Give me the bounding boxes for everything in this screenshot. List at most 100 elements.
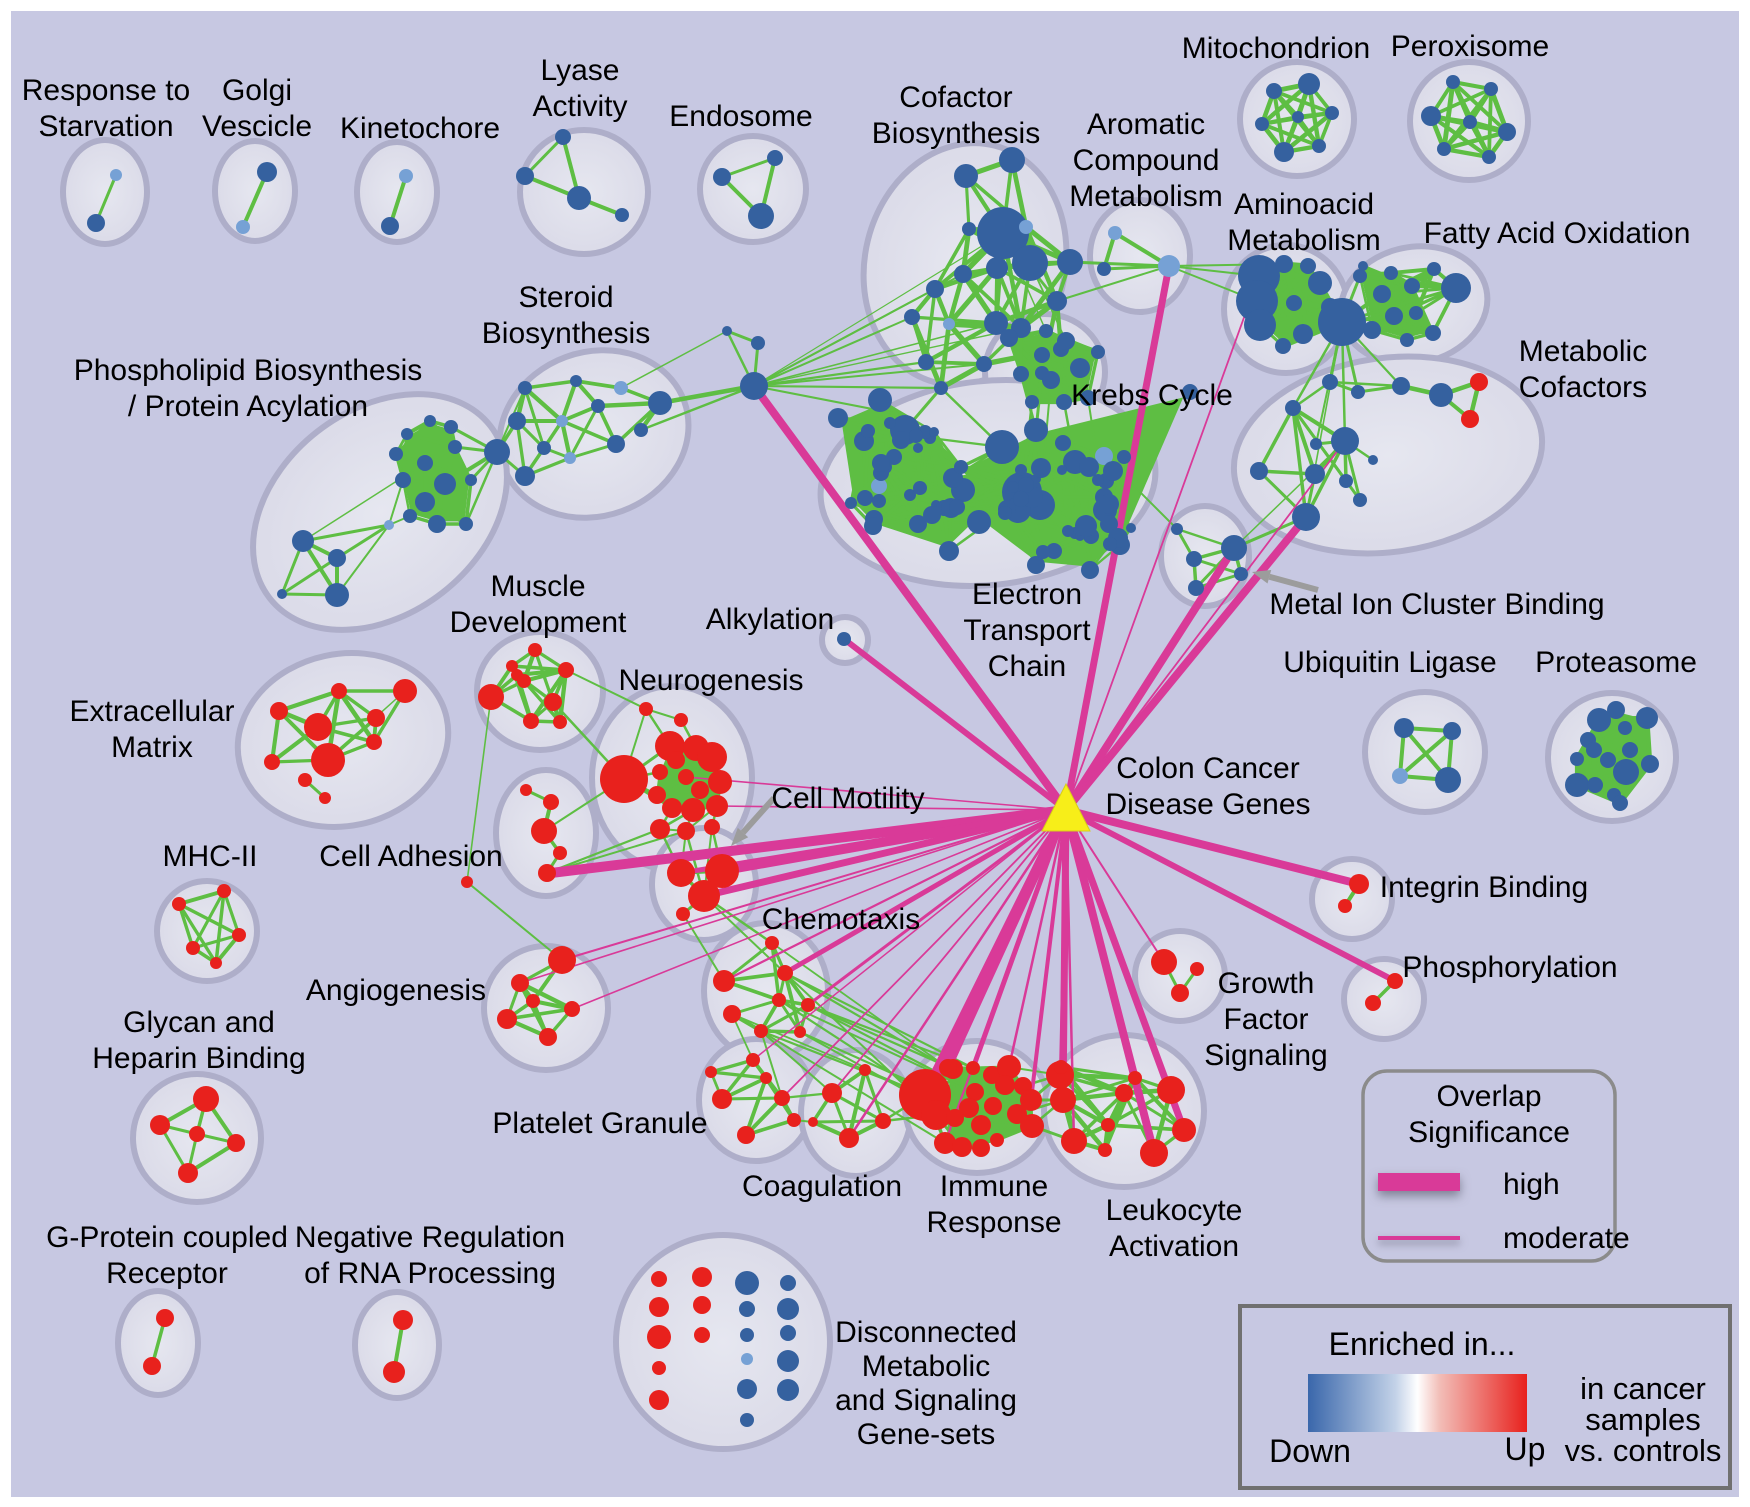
node-extracellular-matrix [298,773,312,787]
edge-disease-overlap [678,807,1069,876]
edge-metabolic-cofactors [1257,406,1295,473]
node-cofactor-biosynthesis [934,381,948,395]
node-proteasome [1587,708,1611,732]
node-electron-transport-chain [913,481,927,495]
legend-overlap-title-line1: Overlap [1436,1080,1541,1113]
node-leukocyte-activation [1101,1118,1115,1132]
node-neurogenesis [667,751,685,769]
cluster-label-endosome: Endosome [669,100,812,133]
cluster-label-muscle-development: Muscle [490,570,585,603]
node-peroxisome [1446,75,1460,89]
node-fatty-acid-oxidation [1373,285,1391,303]
node-endosome [767,150,783,166]
node-phospholipid-biosynthesis [424,415,436,427]
cluster-label-glycan-heparin-binding: Heparin Binding [92,1042,305,1075]
node-electron-transport-chain [954,460,968,474]
node-fatty-acid-oxidation [1427,262,1441,276]
node-krebs-cycle [1042,371,1060,389]
node-krebs-cycle [1056,394,1072,410]
edge-peroxisome [1487,87,1493,159]
node-golgi-vescicle [257,162,277,182]
node-electron-transport-chain [861,424,875,438]
cluster-label-aromatic-compound-metabolism: Metabolism [1069,180,1222,213]
node-immune-response [1020,1114,1044,1138]
edge-disease-overlap [1058,808,1068,1077]
edge-disease-overlap [841,636,1069,813]
node-extracellular-matrix [367,709,385,727]
edge-krebs-cycle [1019,329,1048,376]
node-metabolic-cofactors [1392,377,1410,395]
node-metal-ion-cluster-binding [1234,567,1248,581]
node-lyase-activity [516,167,534,185]
edge-inter-cluster [1056,265,1170,302]
edge-inter-cluster [753,232,1004,387]
node-extracellular-matrix [366,734,382,750]
node-aromatic-compound-metabolism [1108,226,1122,240]
node-leukocyte-activation [1157,1076,1185,1104]
node-growth-factor-signaling [1171,984,1189,1002]
node-growth-factor-signaling [1151,949,1177,975]
edge-phospholipid-biosynthesis [336,524,390,596]
edge-peroxisome [1441,129,1510,152]
node-immune-response [997,1055,1021,1079]
node-electron-transport-chain [1095,447,1113,465]
node-electron-transport-chain [864,517,882,535]
pointer-arrows-layer [731,569,1319,846]
edge-cofactor-biosynthesis [938,361,987,391]
edge-cofactor-biosynthesis [946,321,987,367]
node-muscle-development [523,713,539,729]
edge-inter-cluster [703,895,786,974]
edge-mhc-ii [177,902,218,965]
edge-disease-overlap [781,809,1067,1099]
cluster-label-metabolic-cofactors: Metabolic [1519,335,1647,368]
node-electron-transport-chain [1182,384,1198,400]
node-phospholipid-biosynthesis [401,428,413,440]
node-proteasome [1612,795,1628,811]
node-electron-transport-chain [1117,450,1131,464]
edge-phospholipid-biosynthesis [405,432,457,449]
edge-inter-cluster [545,827,662,875]
edge-phospholipid-biosynthesis [464,478,473,526]
cluster-label-negative-regulation-rna: of RNA Processing [304,1257,556,1290]
cluster-label-cofactor-biosynthesis: Cofactor [899,81,1012,114]
edge-inter-cluster [760,1030,946,1144]
edge-electron-transport-chain [959,465,1007,515]
node-endosome [713,168,731,186]
edge-inter-cluster [466,881,563,961]
edge-disease-overlap [847,808,1068,1140]
edge-cofactor-biosynthesis [938,321,952,391]
edge-disease-overlap [782,807,1069,976]
node-kinetochore [399,169,413,183]
node-peroxisome [1463,115,1477,129]
cluster-label-aminoacid-metabolism: Metabolism [1227,224,1380,257]
cluster-label-g-protein-coupled-receptor: G-Protein coupled [46,1221,288,1254]
edge-extracellular-matrix [276,688,342,714]
node-immune-response [995,1075,1015,1095]
node-disconnected-gene-sets [649,1297,669,1317]
edge-phospholipid-biosynthesis [335,523,391,560]
edge-electron-transport-chain [1039,466,1088,528]
legend-moderate-line-swatch [1378,1236,1460,1240]
edge-electron-transport-chain [914,434,963,469]
node-mitochondrion [1298,73,1320,95]
node-disconnected-gene-sets [777,1298,799,1320]
node-metabolic-cofactors [1429,383,1453,407]
edge-disease-overlap [546,805,1071,878]
edge-cofactor-biosynthesis [924,360,986,366]
node-cofactor-biosynthesis [999,147,1025,173]
edge-disease-overlap [1065,275,1260,811]
node-cofactor-biosynthesis [1047,291,1067,311]
node-glycan-heparin-binding [227,1134,245,1152]
node-electron-transport-chain [913,443,923,453]
node-angiogenesis [539,1028,557,1046]
node-chemotaxis [801,998,815,1012]
cluster-label-negative-regulation-rna: Negative Regulation [295,1221,565,1254]
node-steroid-biosynthesis [508,412,526,430]
node-disconnected-gene-sets [651,1271,667,1287]
node-electron-transport-chain [1100,515,1118,533]
node-proteasome [1607,701,1625,719]
node-disconnected-gene-sets [737,1379,757,1399]
node-phospholipid-biosynthesis [417,455,433,471]
node-electron-transport-chain [939,541,959,561]
